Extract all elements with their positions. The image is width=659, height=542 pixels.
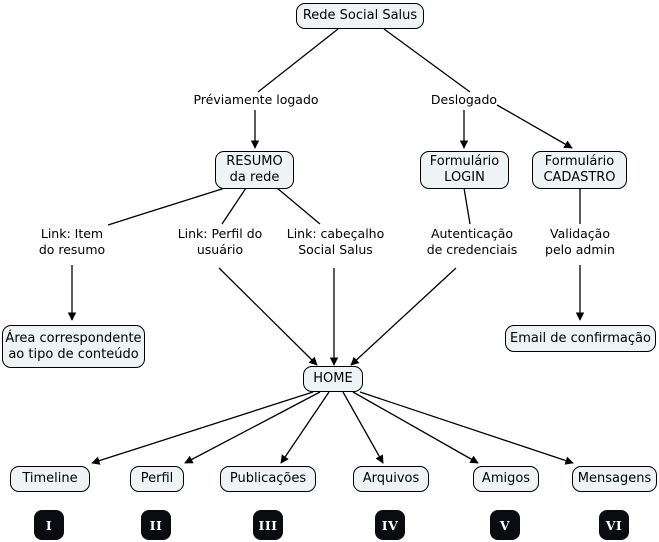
edge-label-text-line2: Social Salus [298, 242, 373, 257]
edge-home-to-perfil [184, 391, 321, 464]
edge-resumo-to-link-cabecalho [276, 187, 321, 225]
node-label: Rede Social Salus [302, 8, 418, 23]
node-label: Timeline [22, 471, 78, 486]
node-label-line2: CADASTRO [543, 170, 616, 185]
badge-numeral-ii: II [141, 510, 171, 540]
badge-numeral-i: I [34, 510, 64, 540]
edge-home-to-amigos [352, 391, 479, 464]
edge-label-text-line1: Link: Item [40, 226, 104, 241]
node-label: Mensagens [577, 471, 652, 486]
node-area-correspondente[interactable]: Área correspondente ao tipo de conteúdo [2, 325, 145, 368]
node-label: Amigos [481, 471, 531, 486]
edge-label-text: Deslogado [430, 92, 498, 107]
edge-home-to-timeline [91, 391, 314, 465]
edge-label-text-line2: de credenciais [426, 242, 518, 257]
badge-label: VI [605, 517, 623, 533]
badge-numeral-iii: III [253, 510, 283, 540]
badge-numeral-vi: VI [599, 510, 629, 540]
edge-label-link-perfil-do-usuario: Link: Perfil do usuário [155, 226, 285, 258]
node-email-de-confirmacao[interactable]: Email de confirmação [505, 325, 656, 352]
node-amigos[interactable]: Amigos [473, 466, 539, 492]
edge-link-perfil-to-home [218, 267, 318, 366]
node-label: Publicações [229, 471, 307, 486]
edge-label-text-line2: pelo admin [545, 242, 615, 257]
edge-login-to-autenticacao [463, 187, 471, 225]
edge-label-text-line1: Autenticação [430, 226, 514, 241]
badge-numeral-v: V [490, 510, 520, 540]
badge-label: V [499, 517, 511, 533]
edge-home-to-arquivos [342, 391, 384, 464]
edge-label-autenticacao-de-credenciais: Autenticação de credenciais [407, 226, 537, 258]
node-label-line2: da rede [229, 170, 280, 185]
badge-label: III [258, 517, 278, 533]
node-rede-social-salus[interactable]: Rede Social Salus [296, 3, 424, 29]
node-label-line2: ao tipo de conteúdo [8, 346, 139, 362]
edge-label-validacao-pelo-admin: Validação pelo admin [526, 226, 634, 258]
node-label-line1: Área correspondente [5, 330, 142, 346]
badge-label: II [149, 517, 163, 533]
edge-label-deslogado: Deslogado [404, 92, 524, 108]
node-home[interactable]: HOME [303, 366, 363, 392]
edge-home-to-publicacoes [280, 391, 330, 464]
node-label: Perfil [140, 471, 174, 486]
node-publicacoes[interactable]: Publicações [220, 466, 316, 492]
node-label: Arquivos [362, 471, 420, 486]
badge-label: I [45, 517, 53, 533]
node-arquivos[interactable]: Arquivos [353, 466, 429, 492]
edge-label-text-line2: do resumo [38, 242, 106, 257]
node-mensagens[interactable]: Mensagens [572, 466, 657, 492]
edge-root-to-deslogado [383, 28, 471, 93]
edge-label-link-cabecalho-social-salus: Link: cabeçalho Social Salus [272, 226, 399, 258]
edge-label-text-line2: usuário [196, 242, 244, 257]
edge-label-text-line1: Validação [550, 226, 610, 241]
node-perfil[interactable]: Perfil [130, 466, 184, 492]
edge-label-text-line1: Link: Perfil do [177, 226, 263, 241]
node-label-line1: Formulário [544, 154, 615, 169]
edge-label-previamente-logado: Préviamente logado [186, 92, 326, 108]
edge-resumo-to-link-perfil [221, 187, 247, 225]
node-label-line1: RESUMO [226, 154, 283, 169]
node-label-line1: Formulário [429, 154, 500, 169]
node-formulario-login[interactable]: Formulário LOGIN [420, 151, 509, 189]
edge-label-text-line1: Link: cabeçalho [286, 226, 385, 241]
edge-root-to-previamente [257, 28, 339, 93]
badge-numeral-iv: IV [375, 510, 405, 540]
edge-label-text: Préviamente logado [193, 92, 319, 107]
node-timeline[interactable]: Timeline [10, 466, 90, 492]
edge-label-link-item-do-resumo: Link: Item do resumo [12, 226, 132, 258]
badge-label: IV [381, 517, 399, 533]
node-formulario-cadastro[interactable]: Formulário CADASTRO [532, 151, 627, 189]
edge-home-to-mensagens [359, 391, 574, 465]
edge-deslogado-to-cadastro [496, 104, 573, 149]
edge-resumo-to-link-item [107, 187, 226, 226]
node-label: HOME [313, 371, 353, 386]
node-label-line2: LOGIN [444, 170, 485, 185]
edge-autenticacao-to-home [350, 267, 457, 366]
node-label: Email de confirmação [510, 330, 651, 346]
node-resumo-da-rede[interactable]: RESUMO da rede [215, 151, 294, 189]
